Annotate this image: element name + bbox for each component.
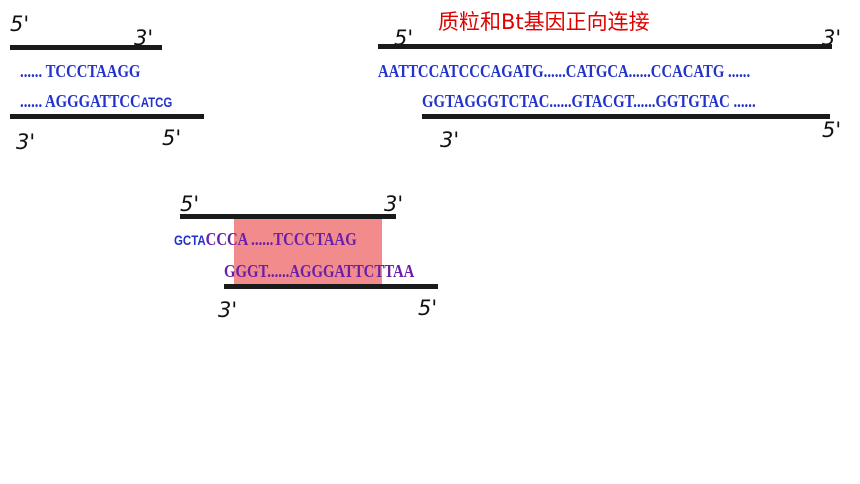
- right-bottom-sequence: GGTAGGGTCTAC......GTACGT......GGTGTAC ..…: [422, 91, 756, 111]
- joined-top-overhang: GCTA: [174, 232, 206, 248]
- highlight-region: [234, 218, 382, 284]
- right-top-strand-line: [378, 44, 832, 49]
- joined-top-strand-line: [180, 214, 396, 219]
- left-top-5-label: 5': [10, 12, 30, 36]
- right-top-3-label: 3': [822, 26, 842, 50]
- joined-bottom-3-label: 3': [218, 298, 238, 322]
- joined-top-5-label: 5': [180, 192, 200, 216]
- right-bottom-5-label: 5': [822, 118, 842, 142]
- left-top-sequence: ...... TCCCTAAGG: [20, 61, 141, 81]
- right-top-sequence: AATTCCATCCCAGATG......CATGCA......CCACAT…: [378, 61, 751, 81]
- diagram-title: 质粒和Bt基因正向连接: [438, 10, 650, 34]
- joined-top-sequence-main: CCCA ......TCCCTAAG: [205, 229, 357, 249]
- joined-bottom-5-label: 5': [418, 296, 438, 320]
- right-bottom-3-label: 3': [440, 128, 460, 152]
- joined-top-3-label: 3': [384, 192, 404, 216]
- left-top-strand-line: [10, 45, 162, 50]
- joined-bottom-strand-line: [224, 284, 438, 289]
- right-bottom-strand-line: [422, 114, 830, 119]
- left-bottom-overhang: ATCG: [140, 94, 173, 110]
- left-top-3-label: 3': [134, 26, 154, 50]
- joined-top-sequence: GCTACCCA ......TCCCTAAG: [174, 230, 357, 248]
- left-bottom-strand-line: [10, 114, 204, 119]
- left-bottom-5-label: 5': [162, 126, 182, 150]
- joined-bottom-sequence: GGGT......AGGGATTCTTAA: [224, 261, 415, 281]
- left-bottom-sequence-main: ...... AGGGATTCC: [20, 91, 141, 111]
- left-bottom-3-label: 3': [16, 130, 36, 154]
- right-top-5-label: 5': [394, 26, 414, 50]
- left-bottom-sequence: ...... AGGGATTCCATCG: [20, 92, 172, 110]
